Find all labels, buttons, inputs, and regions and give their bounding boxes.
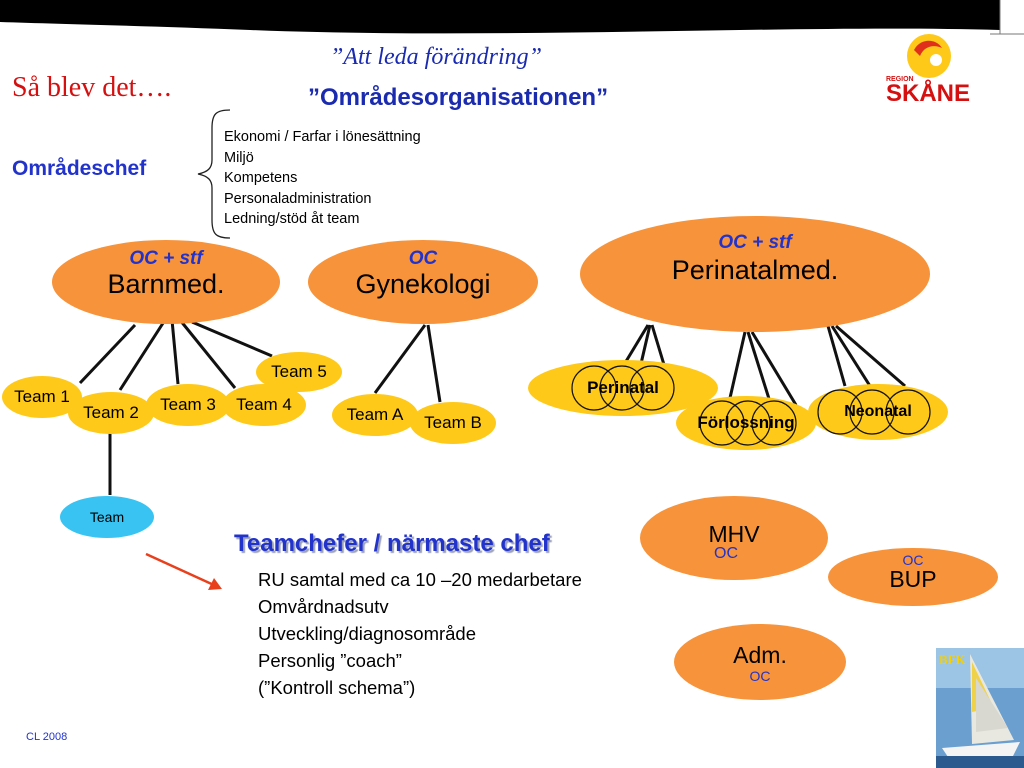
teamchefer-heading: Teamchefer / närmaste chef: [234, 530, 550, 557]
teamchefer-list: RU samtal med ca 10 –20 medarbetare Omvå…: [258, 566, 582, 701]
duty-item: Ledning/stöd åt team: [224, 211, 360, 227]
unit-adm-name: Adm.: [733, 642, 787, 668]
teamchefer-item: Utveckling/diagnosområde: [258, 623, 477, 644]
unit-gynekologi: OC Gynekologi: [308, 240, 538, 324]
teamchefer-item: (”Kontroll schema”): [258, 677, 416, 698]
presentation-subtitle: ”Att leda förändring”: [330, 44, 543, 70]
team-a: Team A: [332, 394, 418, 436]
omradeschef-duties: Ekonomi / Farfar i lönesättning Miljö Ko…: [224, 127, 421, 230]
team-sub: Team: [60, 496, 154, 538]
team-perinatal: Perinatal: [528, 360, 718, 416]
unit-mhv-name: MHV: [708, 521, 760, 547]
unit-barnmed-name: Barnmed.: [107, 269, 225, 299]
unit-bup-tag: OC: [902, 552, 924, 568]
unit-perinatalmed-tag: OC + stf: [718, 232, 792, 253]
section-heading: Så blev det….: [12, 72, 172, 103]
duty-item: Miljö: [224, 149, 254, 166]
team-3: Team 3: [146, 384, 230, 426]
duty-item: Ekonomi / Farfar i lönesättning: [224, 129, 421, 145]
neonatal-rings: [817, 389, 931, 435]
unit-bup: OC BUP: [828, 548, 998, 606]
bfk-sailboat-image: BFK: [936, 648, 1024, 768]
unit-perinatalmed: OC + stf Perinatalmed.: [580, 216, 930, 332]
team-b: Team B: [410, 402, 496, 444]
unit-adm-tag: OC: [749, 668, 771, 684]
sailboat-icon: [936, 648, 1024, 768]
forlossning-rings: [699, 400, 797, 446]
team-neonatal-label: Neonatal: [844, 403, 912, 420]
unit-mhv-tag: OC: [714, 545, 738, 562]
logo-skane-text: SKÅNE: [886, 80, 971, 107]
team-neonatal: Neonatal: [808, 384, 948, 440]
teamchefer-item: RU samtal med ca 10 –20 medarbetare: [258, 569, 582, 590]
unit-bup-name: BUP: [889, 566, 937, 592]
omradeschef-label: Områdeschef: [12, 157, 147, 180]
bfk-badge: BFK: [939, 652, 966, 667]
slide-title: ”Områdesorganisationen”: [308, 84, 609, 111]
unit-mhv: MHV OC: [640, 496, 828, 580]
team-2: Team 2: [68, 392, 154, 434]
team-forlossning-label: Förlossning: [697, 413, 795, 432]
unit-adm: Adm. OC: [674, 624, 846, 700]
duty-item: Personaladministration: [224, 190, 372, 207]
perinatal-rings: [571, 365, 675, 411]
logo-region-text: REGION: [886, 76, 914, 83]
team-5: Team 5: [256, 352, 342, 392]
unit-gynekologi-tag: OC: [408, 248, 438, 269]
curly-brace: [197, 109, 231, 239]
team-perinatal-label: Perinatal: [587, 378, 659, 397]
teamchefer-item: Omvårdnadsutv: [258, 596, 389, 617]
unit-barnmed: OC + stf Barnmed.: [52, 240, 280, 324]
top-banner: [0, 0, 1024, 38]
duty-item: Kompetens: [224, 170, 298, 186]
teamchefer-item: Personlig ”coach”: [258, 650, 402, 671]
team-forlossning: Förlossning: [676, 396, 816, 450]
region-skane-logo: REGION SKÅNE: [884, 30, 974, 107]
footer-credit: CL 2008: [26, 731, 68, 743]
unit-barnmed-tag: OC + stf: [129, 248, 203, 269]
unit-perinatalmed-name: Perinatalmed.: [671, 255, 839, 285]
unit-gynekologi-name: Gynekologi: [355, 269, 491, 299]
griffin-logo-icon: [907, 34, 951, 78]
